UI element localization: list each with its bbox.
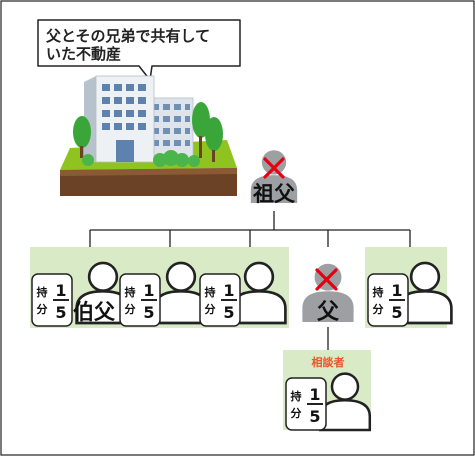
sibling-3-node: 持 分 1 5 <box>199 261 287 327</box>
sibling-4-node: 持 分 1 5 <box>367 261 453 327</box>
share-word-bottom: 分 <box>373 302 384 316</box>
father-node: 父 <box>302 263 354 325</box>
share-word-top: 持 <box>125 285 136 299</box>
uncle-node: 伯父 持 分 1 5 <box>31 261 131 327</box>
share-word-top: 持 <box>291 389 302 403</box>
grandfather-node: 祖父 <box>250 150 298 206</box>
consultant-node: 相談者 持 分 1 5 <box>285 355 372 432</box>
uncle-label: 伯父 <box>73 300 116 324</box>
share-word-bottom: 分 <box>291 406 302 420</box>
share-denominator: 5 <box>309 407 320 426</box>
father-label: 父 <box>317 300 340 325</box>
share-word-bottom: 分 <box>37 302 48 316</box>
share-denominator: 5 <box>391 303 402 322</box>
share-word-top: 持 <box>37 285 48 299</box>
family-tree-connectors <box>89 211 411 350</box>
grandfather-label: 祖父 <box>252 182 296 206</box>
share-denominator: 5 <box>223 303 234 322</box>
father-deceased-cross-icon <box>315 268 338 291</box>
share-denominator: 5 <box>55 303 66 322</box>
speech-bubble: 父とその兄弟で共有して いた不動産 <box>37 19 241 81</box>
uncle-share-badge: 持 分 1 5 <box>31 273 73 327</box>
share-numerator: 1 <box>391 281 402 300</box>
share-numerator: 1 <box>55 281 66 300</box>
sibling-4-share-badge: 持 分 1 5 <box>367 273 409 327</box>
bubble-line-2: いた不動産 <box>46 45 121 63</box>
tree-right <box>192 102 223 162</box>
share-word-top: 持 <box>373 285 384 299</box>
consultant-share-badge: 持 分 1 5 <box>285 377 327 431</box>
bubble-line-1: 父とその兄弟で共有して <box>45 27 210 45</box>
building-entrance <box>116 140 134 162</box>
sibling-2-node: 持 分 1 5 <box>119 261 209 327</box>
shrubs <box>82 150 200 167</box>
share-numerator: 1 <box>309 385 320 404</box>
share-word-top: 持 <box>205 285 216 299</box>
tree-left <box>73 116 91 158</box>
share-numerator: 1 <box>143 281 154 300</box>
sibling-3-share-badge: 持 分 1 5 <box>199 273 241 327</box>
share-denominator: 5 <box>143 303 154 322</box>
sibling-2-share-badge: 持 分 1 5 <box>119 273 161 327</box>
share-word-bottom: 分 <box>205 302 216 316</box>
share-word-bottom: 分 <box>125 302 136 316</box>
grandfather-deceased-cross-icon <box>263 157 285 179</box>
consultant-tag: 相談者 <box>312 355 345 369</box>
real-estate-illustration <box>60 75 237 196</box>
share-numerator: 1 <box>223 281 234 300</box>
